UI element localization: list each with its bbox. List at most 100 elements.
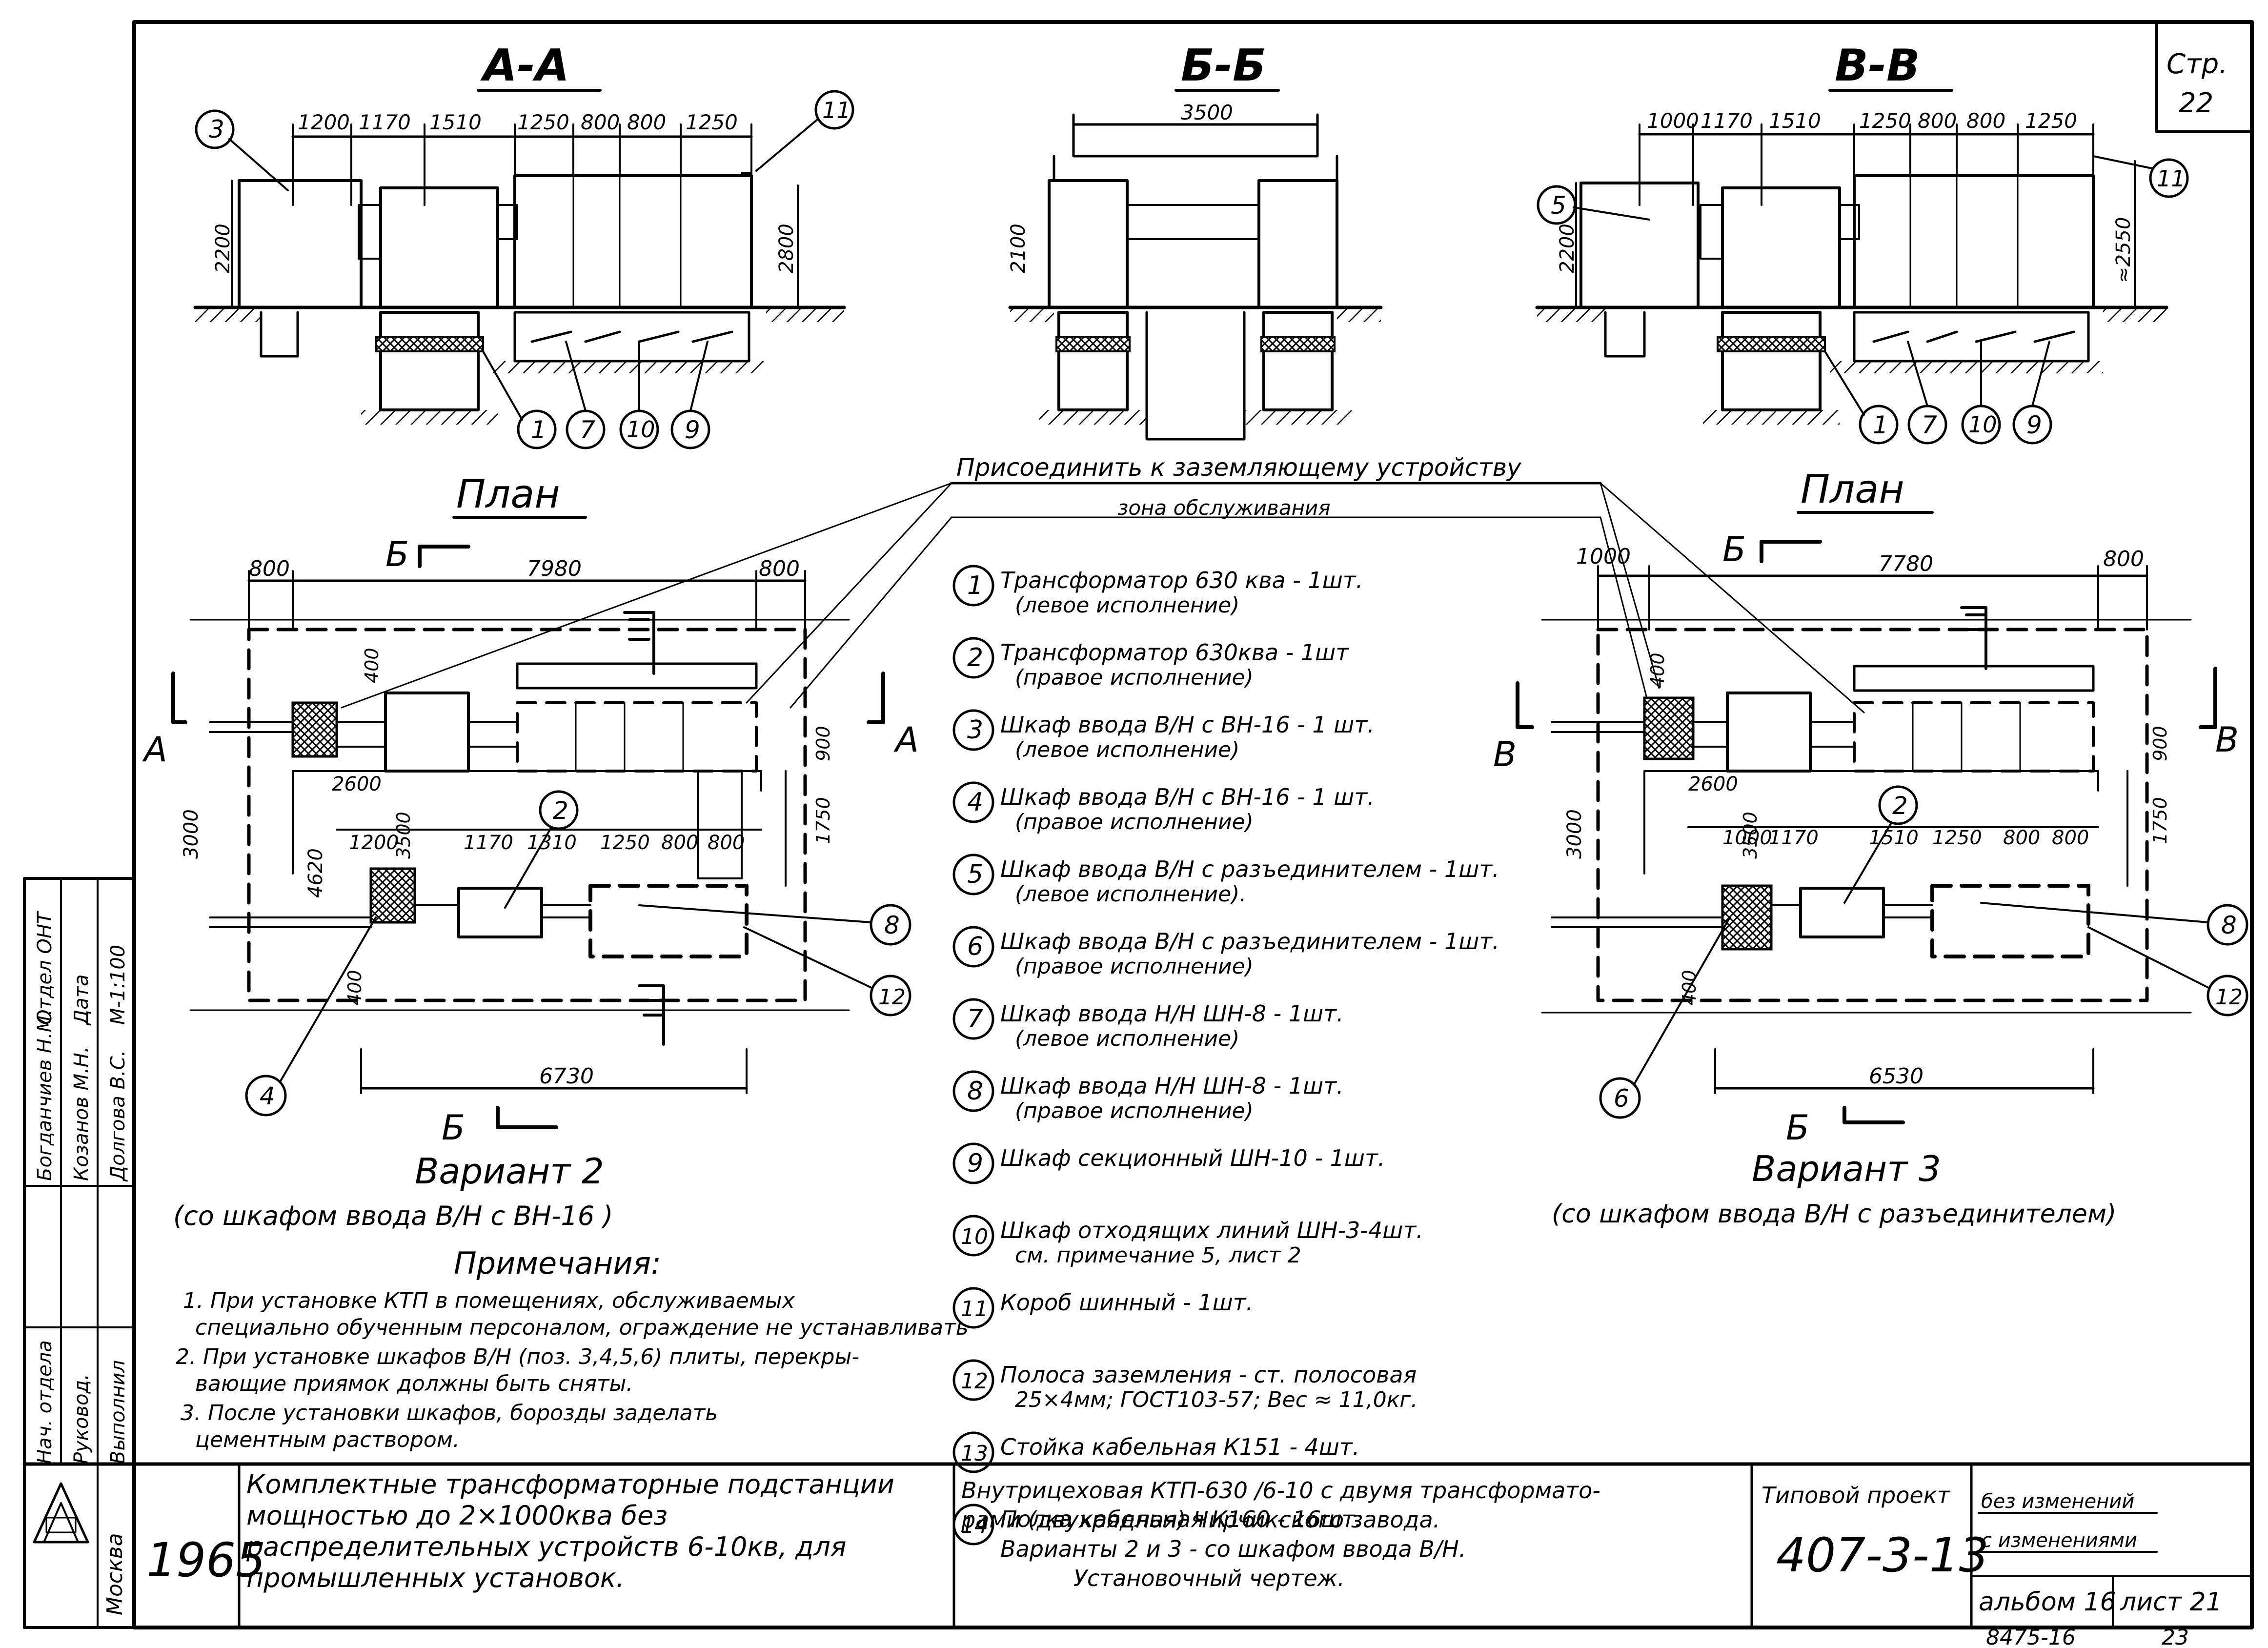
callout-5: 5: [1551, 191, 1566, 220]
dim: 800: [759, 556, 800, 581]
sheet-frame: [132, 20, 2254, 1629]
notes-title: Примечания:: [454, 1245, 661, 1281]
legend-number: 10: [961, 1224, 988, 1249]
album-title: Комплектные трансформаторные подстанции …: [246, 1469, 894, 1593]
section-bb: Б-Б 3500 2100: [1007, 40, 1383, 441]
album-number: альбом 16: [1979, 1587, 2116, 1617]
callout-12: 12: [878, 985, 906, 1010]
callout-4: 4: [260, 1082, 275, 1110]
dim: 1250: [1859, 109, 1911, 133]
legend-subtext: (левое исполнение): [1015, 1026, 1239, 1051]
legend-number: 11: [961, 1297, 988, 1322]
note-line: 1. При установке КТП в помещениях, обслу…: [183, 1288, 795, 1313]
drawing-title: Установочный чертеж.: [1073, 1565, 1345, 1591]
legend-text: Трансформатор 630ква - 1шт: [1000, 639, 1349, 666]
legend-number: 7: [967, 1004, 983, 1034]
dim: 3000: [1563, 809, 1586, 859]
dim: 1250: [686, 110, 738, 134]
dim-height: 2100: [1007, 224, 1030, 273]
callout-11: 11: [2157, 165, 2186, 192]
callout-1: 1: [531, 416, 547, 444]
dim: 1170: [1769, 827, 1819, 849]
legend-number: 12: [961, 1369, 988, 1394]
legend-number-circle: [952, 781, 994, 823]
stamp-role: Руковод.: [70, 1374, 93, 1464]
legend-text: Шкаф секционный ШН-10 - 1шт.: [1000, 1145, 1385, 1171]
cut-mark-left: В: [1493, 734, 1517, 774]
legend-subtext: (правое исполнение): [1015, 954, 1254, 979]
callout-row-vv: 1 7 10 9: [1824, 341, 2052, 445]
legend-number: 13: [961, 1441, 988, 1466]
legend-text: Шкаф ввода В/Н с ВН-16 - 1 шт.: [1000, 712, 1375, 738]
stamp-name: Долгова В.С.: [107, 1050, 129, 1182]
legend-text: Шкаф ввода В/Н с разъединителем - 1шт.: [1000, 928, 1499, 955]
callout-7: 7: [1922, 411, 1937, 439]
dim: 3500: [1740, 812, 1761, 859]
callout-6: 6: [1614, 1084, 1629, 1113]
page-label-1: Стр.: [2167, 48, 2228, 80]
dim: 800: [581, 110, 620, 134]
legend-number-circle: [952, 998, 994, 1040]
dim-height: ≈2550: [2112, 217, 2135, 283]
legend-number: 8: [967, 1077, 983, 1106]
legend-number-circle: [952, 1287, 994, 1329]
legend-subtext: (левое исполнение): [1015, 593, 1239, 618]
variant-3-title: Вариант 3: [1752, 1148, 1941, 1189]
callout-9: 9: [2026, 411, 2042, 439]
dim: 1000: [1722, 827, 1772, 849]
dim: 1000: [1576, 544, 1631, 569]
dim: 1510: [429, 110, 482, 134]
city: Москва: [102, 1533, 127, 1615]
legend-text: Шкаф ввода Н/Н ШН-8 - 1шт.: [1000, 1000, 1344, 1027]
legend-number: 14: [961, 1513, 988, 1538]
dim: 800: [249, 556, 290, 581]
dim-height: 2200: [1556, 224, 1579, 273]
dim: 1250: [600, 832, 650, 854]
legend-text: Короб шинный - 1шт.: [1000, 1289, 1253, 1316]
legend-number-circle: [952, 637, 994, 679]
note-line: цементным раствором.: [195, 1427, 460, 1452]
legend-number-circle: [952, 1431, 994, 1473]
dim: 6730: [539, 1064, 594, 1089]
dim: 1200: [349, 832, 399, 854]
drawing-title: Внутрицеховая КТП-630 /6-10 с двумя тран…: [961, 1477, 1600, 1504]
callout-10: 10: [627, 416, 655, 443]
variant-3-subtitle: (со шкафом ввода В/Н с разъединителем): [1552, 1200, 2116, 1229]
dim: 800: [2103, 547, 2144, 571]
stamp-role: Выполнил: [107, 1360, 129, 1464]
callout-7: 7: [580, 416, 595, 444]
cut-mark-bottom: Б: [442, 1108, 465, 1148]
dim: 3000: [180, 809, 202, 859]
legend-text: Стойка кабельная К151 - 4шт.: [1000, 1434, 1359, 1460]
legend-text: Шкаф ввода В/Н с разъединителем - 1шт.: [1000, 856, 1499, 882]
plan-right: План Б Б В В 1000 7780 800 2600 3500 100…: [1493, 467, 2248, 1229]
dim: 400: [344, 970, 365, 1005]
dim: 3500: [393, 812, 414, 859]
callout-12: 12: [2215, 985, 2243, 1010]
section-bb-title: Б-Б: [1181, 40, 1266, 91]
dim-height: 2200: [212, 224, 234, 273]
legend-number-circle: [952, 854, 994, 895]
legend-number: 9: [967, 1149, 983, 1178]
notes: Примечания: 1. При установке КТП в помещ…: [176, 1245, 969, 1452]
legend-number-circle: [952, 926, 994, 968]
callout-row-aa: 1 7 10 9: [482, 341, 710, 449]
legend-subtext: (правое исполнение): [1015, 1099, 1254, 1123]
cut-mark-right: А: [893, 720, 919, 760]
dim: 1750: [812, 797, 834, 844]
dim: 1510: [1869, 827, 1919, 849]
dim: 400: [361, 648, 383, 683]
archive-number: 8475-16: [1986, 1625, 2076, 1648]
legend-number: 1: [967, 571, 983, 600]
sheet-number: лист 21: [2120, 1587, 2222, 1617]
changes-label: без изменений: [1981, 1490, 2134, 1513]
year: 1965: [146, 1533, 265, 1587]
cut-mark-bottom: Б: [1786, 1108, 1809, 1148]
dim: 3500: [1181, 101, 1233, 124]
changes-label: с изменениями: [1981, 1529, 2137, 1552]
callout-3: 3: [209, 115, 224, 143]
section-aa-title: А-А: [480, 40, 569, 91]
stamp-name: Богданчиев Н.М.: [34, 1009, 56, 1181]
